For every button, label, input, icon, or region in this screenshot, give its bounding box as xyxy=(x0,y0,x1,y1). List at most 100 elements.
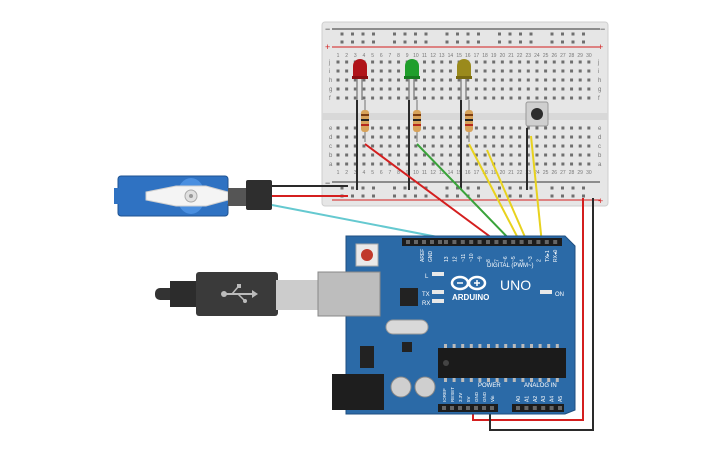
breadboard-hole[interactable] xyxy=(552,96,556,100)
power-pin[interactable] xyxy=(458,406,462,410)
rail-hole[interactable] xyxy=(561,32,564,36)
rail-hole[interactable] xyxy=(529,186,533,190)
breadboard-hole[interactable] xyxy=(353,87,357,91)
breadboard-hole[interactable] xyxy=(474,162,478,166)
rail-hole[interactable] xyxy=(582,186,585,190)
breadboard-hole[interactable] xyxy=(388,162,392,166)
breadboard-hole[interactable] xyxy=(345,135,349,139)
breadboard-hole[interactable] xyxy=(397,126,401,130)
breadboard-hole[interactable] xyxy=(371,60,375,64)
breadboard-hole[interactable] xyxy=(570,126,574,130)
breadboard-hole[interactable] xyxy=(353,135,357,139)
analog-pin[interactable] xyxy=(541,406,546,410)
breadboard-hole[interactable] xyxy=(397,78,401,82)
breadboard-hole[interactable] xyxy=(474,78,478,82)
breadboard-hole[interactable] xyxy=(431,69,435,73)
breadboard-hole[interactable] xyxy=(535,135,539,139)
breadboard-hole[interactable] xyxy=(371,87,375,91)
rail-hole[interactable] xyxy=(340,32,344,36)
breadboard-hole[interactable] xyxy=(371,135,375,139)
led-yellow[interactable] xyxy=(456,59,472,100)
power-pin[interactable] xyxy=(466,406,470,410)
ground-wire[interactable] xyxy=(489,198,594,431)
rail-hole[interactable] xyxy=(550,194,554,198)
breadboard-hole[interactable] xyxy=(423,135,426,139)
rail-hole[interactable] xyxy=(403,40,407,44)
breadboard-hole[interactable] xyxy=(345,144,349,148)
breadboard-hole[interactable] xyxy=(405,87,409,91)
breadboard-hole[interactable] xyxy=(431,126,435,130)
breadboard-hole[interactable] xyxy=(431,60,435,64)
breadboard-hole[interactable] xyxy=(500,87,504,91)
breadboard-hole[interactable] xyxy=(345,153,349,157)
breadboard-hole[interactable] xyxy=(345,96,349,100)
analog-header[interactable] xyxy=(512,404,564,412)
rail-hole[interactable] xyxy=(414,194,417,198)
breadboard-hole[interactable] xyxy=(336,162,340,166)
breadboard-hole[interactable] xyxy=(371,153,375,157)
rail-hole[interactable] xyxy=(414,186,417,190)
rail-hole[interactable] xyxy=(351,186,354,190)
breadboard-hole[interactable] xyxy=(552,162,556,166)
breadboard-hole[interactable] xyxy=(570,135,574,139)
breadboard-hole[interactable] xyxy=(457,144,461,148)
yellow-extra-wire[interactable] xyxy=(486,149,529,245)
breadboard-hole[interactable] xyxy=(552,135,556,139)
breadboard-hole[interactable] xyxy=(474,144,478,148)
breadboard-hole[interactable] xyxy=(483,144,487,148)
rail-hole[interactable] xyxy=(403,32,407,36)
rail-hole[interactable] xyxy=(393,194,396,198)
breadboard-hole[interactable] xyxy=(397,153,401,157)
pushbutton[interactable] xyxy=(525,101,549,190)
breadboard-hole[interactable] xyxy=(509,126,513,130)
breadboard-hole[interactable] xyxy=(561,78,565,82)
breadboard-hole[interactable] xyxy=(388,144,392,148)
breadboard-hole[interactable] xyxy=(552,69,556,73)
rail-hole[interactable] xyxy=(393,40,396,44)
breadboard-hole[interactable] xyxy=(362,144,366,148)
rail-hole[interactable] xyxy=(477,194,480,198)
breadboard-hole[interactable] xyxy=(544,135,548,139)
breadboard-hole[interactable] xyxy=(379,135,383,139)
breadboard-hole[interactable] xyxy=(440,144,444,148)
rail-hole[interactable] xyxy=(571,186,575,190)
breadboard-hole[interactable] xyxy=(457,78,461,82)
breadboard-hole[interactable] xyxy=(561,87,565,91)
5v-power-wire[interactable] xyxy=(472,198,584,421)
breadboard-hole[interactable] xyxy=(518,144,522,148)
breadboard-hole[interactable] xyxy=(345,87,349,91)
breadboard-hole[interactable] xyxy=(336,87,340,91)
breadboard-hole[interactable] xyxy=(526,162,530,166)
pushbutton-cap[interactable] xyxy=(531,108,543,120)
breadboard-hole[interactable] xyxy=(544,162,548,166)
breadboard-hole[interactable] xyxy=(448,87,452,91)
rail-hole[interactable] xyxy=(351,32,354,36)
breadboard-hole[interactable] xyxy=(466,135,470,139)
breadboard-hole[interactable] xyxy=(544,144,548,148)
rail-hole[interactable] xyxy=(561,186,564,190)
breadboard-hole[interactable] xyxy=(535,96,539,100)
digital-pin[interactable] xyxy=(444,240,448,244)
breadboard-hole[interactable] xyxy=(544,78,548,82)
breadboard-hole[interactable] xyxy=(414,78,418,82)
breadboard-hole[interactable] xyxy=(423,126,426,130)
digital-pin[interactable] xyxy=(536,240,541,244)
breadboard-hole[interactable] xyxy=(587,69,591,73)
breadboard-hole[interactable] xyxy=(388,78,392,82)
breadboard-hole[interactable] xyxy=(535,60,539,64)
rail-hole[interactable] xyxy=(561,194,564,198)
rail-hole[interactable] xyxy=(466,32,470,36)
breadboard-hole[interactable] xyxy=(414,87,418,91)
breadboard-hole[interactable] xyxy=(535,69,539,73)
breadboard-hole[interactable] xyxy=(414,144,418,148)
breadboard-hole[interactable] xyxy=(423,153,426,157)
breadboard-hole[interactable] xyxy=(492,78,496,82)
breadboard-hole[interactable] xyxy=(578,135,582,139)
breadboard-hole[interactable] xyxy=(371,96,375,100)
rail-hole[interactable] xyxy=(519,32,522,36)
rail-hole[interactable] xyxy=(519,186,522,190)
breadboard-hole[interactable] xyxy=(466,78,470,82)
breadboard-hole[interactable] xyxy=(388,60,392,64)
power-pin[interactable] xyxy=(482,406,486,410)
rail-hole[interactable] xyxy=(498,194,501,198)
